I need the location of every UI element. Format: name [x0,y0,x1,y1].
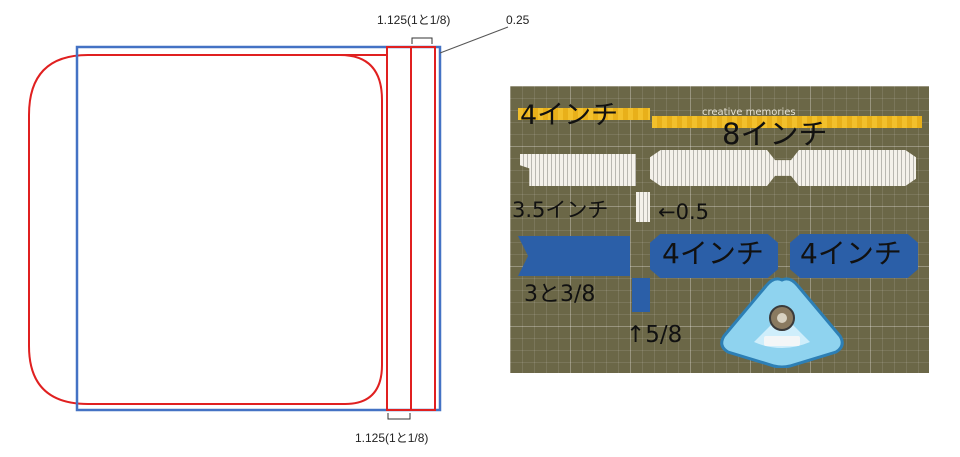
label-blue-small: 3と3/8 [524,282,596,307]
label-white-narrow: ←0.5 [658,200,709,224]
white-piece-narrow [636,192,650,222]
cutting-mat-grid [510,86,929,373]
top-dimension-label: 1.125(1と1/8) [377,13,450,27]
label-blue-tag-1: 4インチ [662,237,764,270]
fold-strip-1 [386,46,412,411]
label-blue-narrow: ↑5/8 [626,322,683,348]
blue-piece-narrow [632,278,650,312]
white-piece-small [520,154,636,186]
label-blue-tag-2: 4インチ [800,237,902,270]
corner-punch-icon [720,277,844,368]
label-white-small: 3.5インチ [512,198,609,222]
red-pocket-outline [28,54,386,405]
top-bracket [411,37,433,44]
fold-strip-2 [410,46,436,411]
bottom-bracket [387,413,411,420]
blue-card-outline [75,45,442,412]
label-yellow-small: 4インチ [520,100,619,131]
yellow-strip-small [518,108,650,120]
bottom-dimension-label: 1.125(1と1/8) [355,431,428,445]
label-yellow-long: 8インチ [722,117,828,151]
cut-pieces-photo: 4インチ 8インチ creative memories 3.5インチ ←0.5 … [510,86,929,373]
right-dimension-label: 0.25 [506,13,530,27]
blue-tag-1 [650,234,778,278]
leader-line [439,26,509,54]
blue-tag-2 [790,234,918,278]
brand-text: creative memories [702,107,796,118]
yellow-strip-long [652,116,922,128]
blue-piece-flag [518,236,630,276]
